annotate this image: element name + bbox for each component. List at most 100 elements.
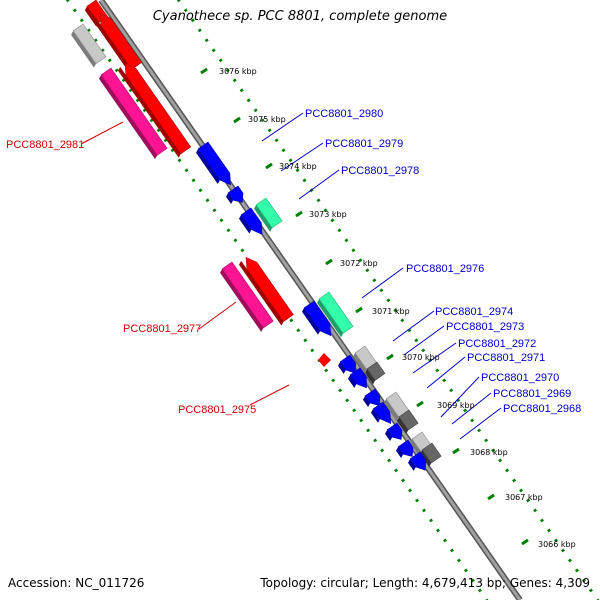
tick-mark	[303, 338, 308, 343]
tick-mark	[86, 28, 91, 33]
tick-mark	[246, 98, 251, 103]
tick-mark	[100, 48, 105, 53]
major-tick-mark	[487, 493, 495, 501]
tick-mark	[463, 408, 468, 413]
tick-mark	[233, 238, 238, 243]
kbp-label: 3075 kbp	[248, 115, 286, 124]
tick-mark	[225, 68, 230, 73]
cds-forward	[353, 345, 377, 374]
label-leader-line	[361, 267, 404, 299]
major-tick-mark	[521, 538, 529, 546]
tick-mark	[330, 218, 335, 223]
kbp-label: 3073 kbp	[309, 210, 347, 219]
tick-mark	[295, 168, 300, 173]
tick-mark	[498, 458, 503, 463]
kbp-label: 3067 kbp	[505, 493, 543, 502]
kbp-label: 3074 kbp	[279, 162, 317, 171]
tick-row-forward	[176, 0, 600, 600]
cds-reverse	[239, 256, 294, 326]
tick-mark	[387, 458, 392, 463]
tick-mark	[240, 248, 245, 253]
gene-label-forward: PCC8801_2972	[458, 338, 536, 350]
gene-label-forward: PCC8801_2979	[325, 138, 403, 150]
label-leader-line	[403, 325, 445, 356]
kbp-label: 3076 kbp	[219, 67, 257, 76]
gene-label-forward: PCC8801_2974	[435, 306, 513, 318]
tick-mark	[163, 138, 168, 143]
tick-mark	[526, 498, 531, 503]
tick-mark	[581, 578, 586, 583]
tick-mark	[422, 508, 427, 513]
tick-mark	[338, 388, 343, 393]
tick-mark	[436, 528, 440, 533]
kbp-label: 3069 kbp	[437, 401, 475, 410]
cds-reverse	[118, 62, 192, 158]
tick-mark	[588, 588, 593, 593]
tick-mark	[574, 568, 579, 573]
topology-text: Topology: circular; Length: 4,679,413 bp…	[260, 576, 590, 590]
tick-mark	[93, 38, 98, 43]
tick-mark	[393, 308, 398, 313]
cds-forward	[338, 354, 356, 374]
tick-mark	[267, 128, 272, 133]
tick-mark	[443, 538, 447, 543]
cds-forward	[396, 439, 414, 459]
tick-mark	[567, 558, 572, 563]
tick-marks	[65, 0, 600, 600]
kbp-label: 3068 kbp	[470, 448, 508, 457]
tick-mark	[400, 318, 405, 323]
label-leaders	[80, 112, 502, 440]
tick-mark	[519, 488, 524, 493]
major-tick-mark	[265, 162, 273, 170]
label-leader-line	[249, 384, 290, 406]
tick-mark	[463, 568, 468, 573]
tick-mark	[176, 0, 181, 3]
cds-forward	[254, 197, 283, 232]
tick-mark	[296, 328, 301, 333]
tick-mark	[477, 428, 482, 433]
cds-forward	[196, 141, 231, 186]
tick-mark	[156, 128, 161, 133]
label-leader-line	[412, 342, 457, 374]
gene-label-forward: PCC8801_2970	[481, 372, 559, 384]
tick-mark	[351, 248, 356, 253]
tick-mark	[232, 78, 237, 83]
tick-mark	[408, 488, 413, 493]
tick-mark	[449, 388, 454, 393]
gene-label-reverse: PCC8801_2975	[178, 404, 256, 416]
tick-mark	[219, 218, 224, 223]
cds-forward	[384, 391, 410, 421]
tick-mark	[65, 0, 70, 3]
tick-mark	[491, 448, 496, 453]
tick-mark	[260, 118, 265, 123]
gene-label-reverse: PCC8801_2977	[123, 323, 201, 335]
gene-label-forward: PCC8801_2978	[341, 165, 419, 177]
tick-mark	[107, 58, 112, 63]
tick-mark	[373, 438, 378, 443]
gene-label-forward: PCC8801_2971	[467, 352, 545, 364]
tick-mark	[352, 408, 357, 413]
tick-mark	[226, 228, 231, 233]
tick-mark	[345, 398, 350, 403]
cds-forward	[348, 367, 367, 389]
major-tick-mark	[452, 447, 460, 455]
tick-mark	[316, 198, 321, 203]
label-leader-line	[451, 392, 492, 425]
label-leader-line	[280, 142, 324, 172]
gene-label-forward: PCC8801_2976	[406, 263, 484, 275]
cds-forward	[371, 401, 392, 424]
gene-label-forward: PCC8801_2980	[305, 108, 383, 120]
cds-reverse	[99, 67, 168, 160]
label-leader-line	[426, 356, 466, 389]
cds-forward	[302, 300, 332, 337]
tick-mark	[281, 148, 286, 153]
tick-mark	[211, 48, 216, 53]
cds-features	[71, 0, 442, 471]
major-tick-mark	[416, 400, 424, 408]
kbp-label: 3071 kbp	[372, 307, 410, 316]
tick-mark	[198, 188, 203, 193]
tick-mark	[414, 338, 419, 343]
tick-mark	[429, 518, 433, 523]
